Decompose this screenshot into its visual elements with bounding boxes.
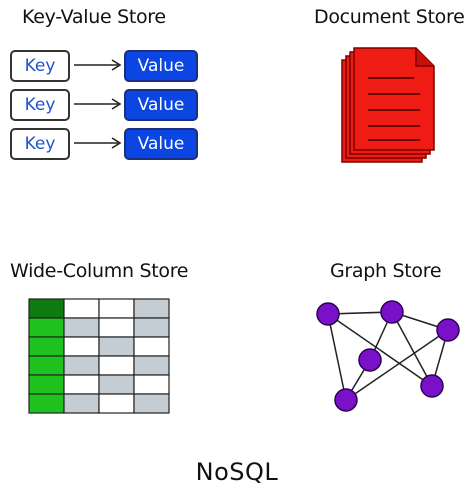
kv-value-box: Value bbox=[124, 50, 198, 82]
grid-cell bbox=[28, 317, 65, 338]
grid-cell bbox=[98, 355, 135, 376]
grid-cell bbox=[133, 355, 170, 376]
document-store-title: Document Store bbox=[314, 6, 465, 28]
kv-row: Key Value bbox=[10, 89, 198, 123]
graph-node bbox=[420, 374, 444, 398]
graph-node bbox=[380, 300, 404, 324]
document-stack-icon bbox=[341, 47, 435, 163]
grid-cell bbox=[63, 317, 100, 338]
kv-row: Key Value bbox=[10, 128, 198, 162]
grid-cell bbox=[28, 393, 65, 414]
graph-node bbox=[334, 388, 358, 412]
grid-cell bbox=[133, 393, 170, 414]
grid-cell bbox=[63, 374, 100, 395]
grid-cell bbox=[98, 393, 135, 414]
graph-edge bbox=[345, 329, 449, 401]
grid-cell bbox=[63, 355, 100, 376]
grid-cell bbox=[28, 336, 65, 357]
grid-cell bbox=[28, 374, 65, 395]
wide-column-store-title: Wide-Column Store bbox=[10, 260, 189, 282]
grid-cell bbox=[98, 336, 135, 357]
graph-edge bbox=[391, 311, 433, 387]
grid-cell bbox=[98, 374, 135, 395]
graph-node bbox=[358, 348, 382, 372]
arrow-right-icon bbox=[74, 137, 122, 149]
kv-row: Key Value bbox=[10, 50, 198, 84]
kv-key-box: Key bbox=[10, 50, 70, 82]
grid-cell bbox=[63, 336, 100, 357]
grid-cell bbox=[98, 298, 135, 319]
graph-node bbox=[316, 302, 340, 326]
arrow-right-icon bbox=[74, 98, 122, 110]
key-value-store-title: Key-Value Store bbox=[22, 6, 166, 28]
nosql-caption: NoSQL bbox=[195, 458, 279, 486]
kv-value-box: Value bbox=[124, 89, 198, 121]
kv-value-box: Value bbox=[124, 128, 198, 160]
wide-column-grid bbox=[28, 298, 170, 414]
grid-cell bbox=[133, 317, 170, 338]
grid-cell bbox=[63, 298, 100, 319]
kv-key-box: Key bbox=[10, 89, 70, 121]
arrow-right-icon bbox=[74, 59, 122, 71]
graph-edge bbox=[327, 313, 433, 387]
grid-cell bbox=[133, 336, 170, 357]
graph-network bbox=[316, 300, 460, 412]
graph-edge bbox=[327, 313, 347, 401]
graph-node bbox=[436, 318, 460, 342]
grid-cell bbox=[133, 374, 170, 395]
grid-cell bbox=[63, 393, 100, 414]
grid-cell bbox=[28, 298, 65, 319]
grid-cell bbox=[28, 355, 65, 376]
kv-key-box: Key bbox=[10, 128, 70, 160]
graph-store-title: Graph Store bbox=[330, 260, 442, 282]
grid-cell bbox=[98, 317, 135, 338]
grid-cell bbox=[133, 298, 170, 319]
